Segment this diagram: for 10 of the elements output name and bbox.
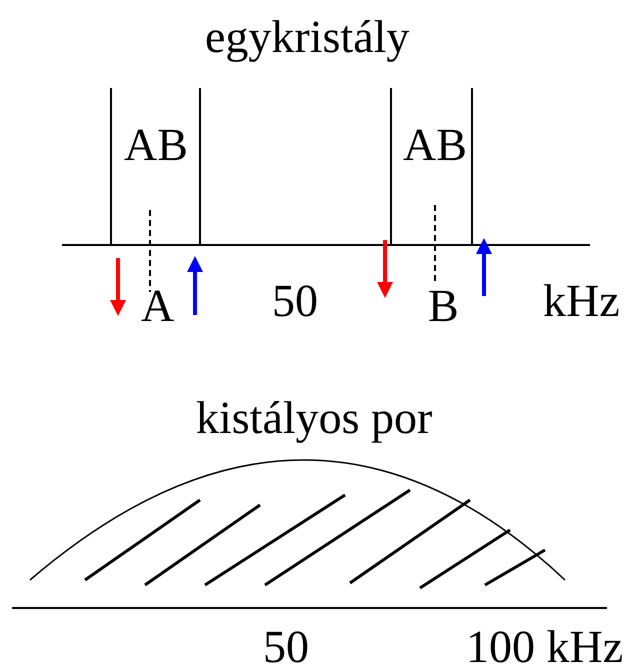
tick-label: 100 kHz <box>466 624 624 670</box>
peak-label: AB <box>124 122 188 168</box>
tick-label: 50 <box>272 278 318 324</box>
unit-label: kHz <box>543 278 620 324</box>
peak-label: AB <box>403 122 467 168</box>
peak-label: A <box>141 283 174 329</box>
tick-label: 50 <box>263 624 309 670</box>
peak-label: B <box>428 283 459 329</box>
panel-heading: kistályos por <box>196 395 432 441</box>
panel-heading: egykristály <box>205 14 410 60</box>
